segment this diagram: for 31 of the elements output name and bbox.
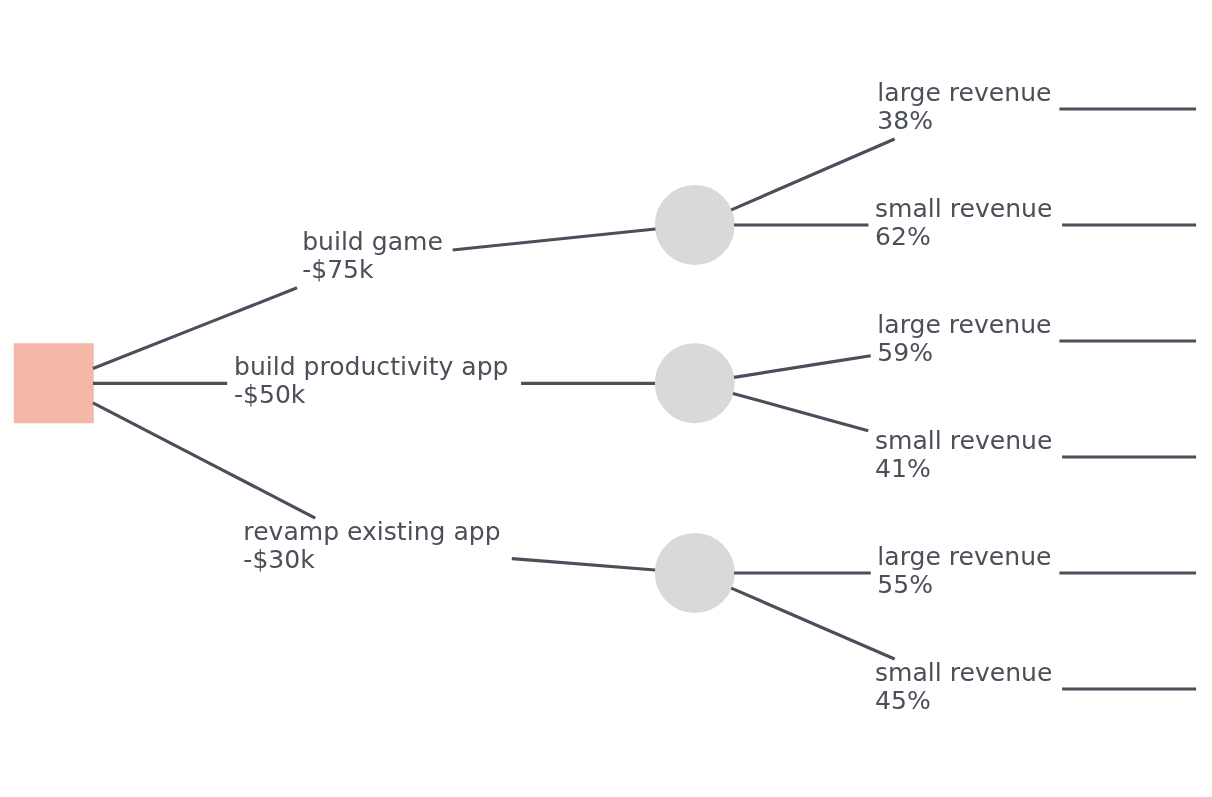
- connector: [511, 556, 656, 572]
- connector: [732, 391, 869, 432]
- connector: [452, 226, 656, 252]
- connector: [1062, 454, 1197, 459]
- connector: [92, 400, 316, 519]
- connector: [1059, 338, 1197, 343]
- node-text: large revenue 38%: [877, 77, 1052, 135]
- connector: [1059, 570, 1197, 575]
- connector: [92, 381, 228, 385]
- connector: [733, 353, 871, 379]
- node-text: large revenue 59%: [877, 309, 1052, 367]
- connector: [734, 570, 871, 575]
- connector: [1059, 107, 1197, 111]
- node-text: large revenue 55%: [877, 541, 1052, 599]
- node-text: small revenue 62%: [875, 193, 1053, 251]
- connector: [1062, 686, 1197, 690]
- node-circle: [654, 184, 735, 265]
- connector: [734, 222, 869, 227]
- connector: [92, 285, 298, 370]
- connector: [1062, 222, 1197, 227]
- connector: [730, 586, 896, 660]
- node-box: [13, 342, 94, 423]
- node-text: build game -$75k: [302, 226, 443, 284]
- node-circle: [654, 342, 735, 423]
- connector: [521, 381, 655, 385]
- connector: [730, 137, 896, 211]
- node-text: build productivity app -$50k: [233, 351, 509, 409]
- node-circle: [654, 532, 735, 613]
- node-text: revamp existing app -$30k: [243, 516, 501, 574]
- node-text: small revenue 41%: [875, 425, 1053, 483]
- node-text: small revenue 45%: [875, 657, 1053, 715]
